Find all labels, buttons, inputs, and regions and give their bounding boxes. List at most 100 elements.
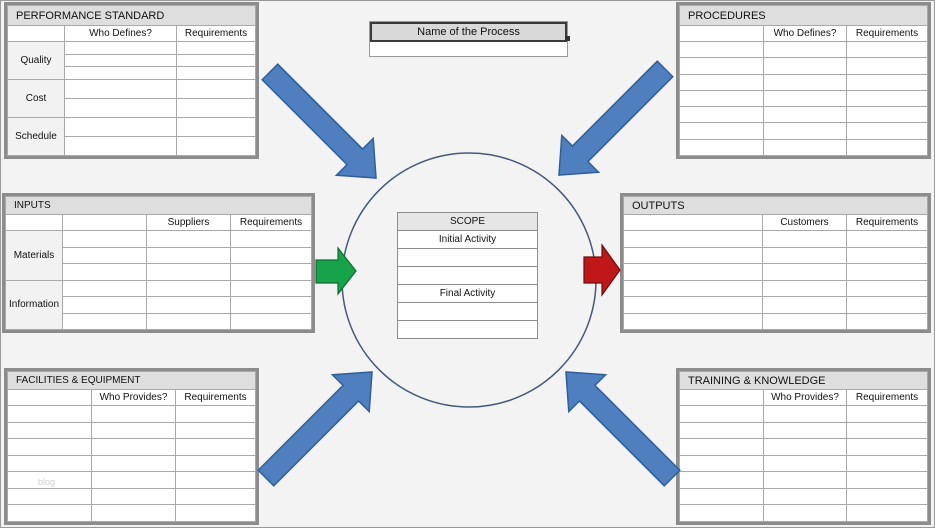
- table-cell[interactable]: [146, 246, 231, 264]
- table-cell[interactable]: [7, 389, 92, 406]
- table-cell[interactable]: [176, 53, 256, 68]
- table-cell[interactable]: [763, 106, 847, 124]
- table-cell[interactable]: [679, 122, 764, 140]
- table-cell[interactable]: [679, 487, 764, 506]
- table-cell[interactable]: [230, 230, 312, 248]
- table-cell[interactable]: [176, 41, 256, 55]
- table-cell[interactable]: [623, 246, 763, 264]
- table-cell[interactable]: [64, 66, 177, 80]
- table-cell[interactable]: [762, 263, 847, 281]
- table-cell[interactable]: [763, 487, 847, 506]
- table-cell[interactable]: [146, 296, 231, 314]
- table-cell[interactable]: [846, 438, 928, 456]
- table-cell[interactable]: [7, 487, 92, 506]
- table-cell[interactable]: [64, 97, 177, 118]
- table-cell[interactable]: [623, 263, 763, 281]
- table-cell[interactable]: [623, 230, 763, 248]
- table-cell[interactable]: [846, 40, 928, 59]
- table-cell[interactable]: [230, 296, 312, 314]
- table-cell[interactable]: [846, 57, 928, 75]
- table-cell[interactable]: [846, 296, 928, 314]
- table-cell[interactable]: [763, 138, 847, 157]
- table-cell[interactable]: [679, 138, 764, 157]
- table-cell[interactable]: [230, 312, 312, 330]
- resize-handle[interactable]: [565, 36, 570, 41]
- table-cell[interactable]: [62, 214, 147, 231]
- table-cell[interactable]: [679, 454, 764, 473]
- table-cell[interactable]: [397, 302, 538, 321]
- process-name[interactable]: Name of the Process: [370, 22, 567, 42]
- table-cell[interactable]: [763, 438, 847, 456]
- table-cell[interactable]: [91, 421, 176, 440]
- table-cell[interactable]: [762, 312, 847, 330]
- table-cell[interactable]: [623, 214, 763, 231]
- table-cell[interactable]: [91, 471, 176, 489]
- table-cell[interactable]: [91, 438, 176, 456]
- table-cell[interactable]: [763, 122, 847, 140]
- table-cell[interactable]: [91, 487, 176, 506]
- table-cell[interactable]: [397, 248, 538, 267]
- table-cell[interactable]: [7, 25, 65, 42]
- table-cell[interactable]: [763, 421, 847, 440]
- table-cell[interactable]: [763, 454, 847, 473]
- table-cell[interactable]: [7, 405, 92, 423]
- table-cell[interactable]: [623, 296, 763, 314]
- table-cell[interactable]: [64, 53, 177, 68]
- table-cell[interactable]: [175, 454, 256, 473]
- table-cell[interactable]: [64, 135, 177, 157]
- table-cell[interactable]: [175, 421, 256, 440]
- table-cell[interactable]: [230, 263, 312, 281]
- table-cell[interactable]: [679, 89, 764, 108]
- table-cell[interactable]: [846, 279, 928, 297]
- table-cell[interactable]: [679, 438, 764, 456]
- table-cell[interactable]: [64, 116, 177, 137]
- table-cell[interactable]: [7, 421, 92, 440]
- table-cell[interactable]: [175, 438, 256, 456]
- table-cell[interactable]: [846, 504, 928, 522]
- table-cell[interactable]: [62, 279, 147, 297]
- table-cell[interactable]: [146, 312, 231, 330]
- table-cell[interactable]: [762, 246, 847, 264]
- table-cell[interactable]: [679, 40, 764, 59]
- table-cell[interactable]: [679, 57, 764, 75]
- table-cell[interactable]: [175, 504, 256, 522]
- table-cell[interactable]: [763, 471, 847, 489]
- table-cell[interactable]: [397, 320, 538, 339]
- table-cell[interactable]: [7, 504, 92, 522]
- table-cell[interactable]: [91, 405, 176, 423]
- table-cell[interactable]: [763, 89, 847, 108]
- table-cell[interactable]: [175, 487, 256, 506]
- table-cell[interactable]: [230, 246, 312, 264]
- table-cell[interactable]: [846, 471, 928, 489]
- table-cell[interactable]: [7, 438, 92, 456]
- table-cell[interactable]: [846, 421, 928, 440]
- table-cell[interactable]: [64, 41, 177, 55]
- table-cell[interactable]: [62, 312, 147, 330]
- table-cell[interactable]: [846, 230, 928, 248]
- table-cell[interactable]: [175, 405, 256, 423]
- table-cell[interactable]: [846, 312, 928, 330]
- table-cell[interactable]: [763, 504, 847, 522]
- table-cell[interactable]: [91, 504, 176, 522]
- table-cell[interactable]: [846, 89, 928, 108]
- table-cell[interactable]: [176, 116, 256, 137]
- table-cell[interactable]: [7, 454, 92, 473]
- table-cell[interactable]: [679, 471, 764, 489]
- table-cell[interactable]: [397, 266, 538, 285]
- table-cell[interactable]: [846, 138, 928, 157]
- table-cell[interactable]: [146, 263, 231, 281]
- table-cell[interactable]: [176, 135, 256, 157]
- table-cell[interactable]: [846, 487, 928, 506]
- table-cell[interactable]: [91, 454, 176, 473]
- table-cell[interactable]: [230, 279, 312, 297]
- table-cell[interactable]: [679, 405, 764, 423]
- table-cell[interactable]: [62, 296, 147, 314]
- table-cell[interactable]: [146, 230, 231, 248]
- table-cell[interactable]: [62, 230, 147, 248]
- table-cell[interactable]: [846, 405, 928, 423]
- table-cell[interactable]: [846, 454, 928, 473]
- table-cell[interactable]: [146, 279, 231, 297]
- table-cell[interactable]: [7, 471, 92, 489]
- process-name-box[interactable]: Name of the Process: [369, 21, 570, 57]
- table-cell[interactable]: [623, 312, 763, 330]
